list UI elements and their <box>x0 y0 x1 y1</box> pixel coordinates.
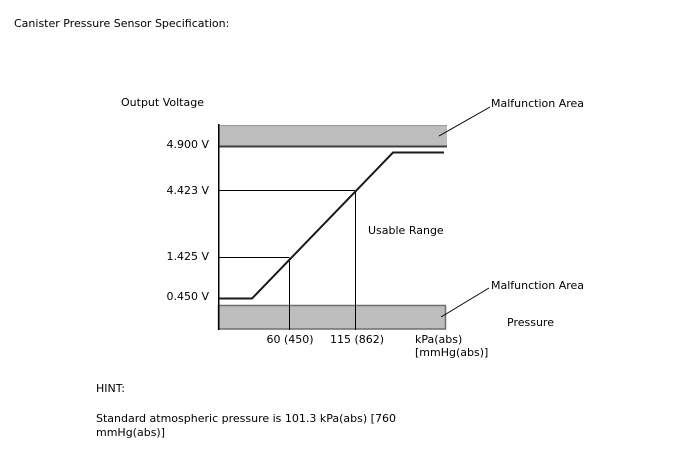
upper-malfunction-leader-line <box>438 106 491 137</box>
x-axis-title: Pressure <box>507 316 554 329</box>
sensor-output-curve <box>219 151 444 300</box>
page-title: Canister Pressure Sensor Specification: <box>14 17 230 30</box>
x-axis-unit-kpa: kPa(abs) <box>415 333 463 346</box>
y-tick-0450: 0.450 V <box>166 290 209 303</box>
upper-malfunction-band <box>218 125 447 146</box>
x-axis-units: kPa(abs) [mmHg(abs)] <box>415 333 488 359</box>
y-axis-title: Output Voltage <box>121 96 204 109</box>
y-tick-1425: 1.425 V <box>166 250 209 263</box>
hint-line-1: Standard atmospheric pressure is 101.3 k… <box>96 412 396 425</box>
x-axis-unit-mmhg: [mmHg(abs)] <box>415 346 489 359</box>
y-tick-4900: 4.900 V <box>166 138 209 151</box>
lower-malfunction-leader-line <box>440 287 490 318</box>
lower-malfunction-band <box>217 304 447 330</box>
x-tick-60: 60 (450) <box>266 333 314 346</box>
hint-line-2: mmHg(abs)] <box>96 426 166 439</box>
upper-malfunction-label: Malfunction Area <box>491 97 585 110</box>
hint-heading: HINT: <box>96 382 125 395</box>
lower-malfunction-label: Malfunction Area <box>491 279 585 292</box>
usable-range-label: Usable Range <box>368 224 444 237</box>
y-tick-4423: 4.423 V <box>166 184 209 197</box>
x-tick-115: 115 (862) <box>329 333 385 346</box>
hint-body: Standard atmospheric pressure is 101.3 k… <box>96 412 396 440</box>
